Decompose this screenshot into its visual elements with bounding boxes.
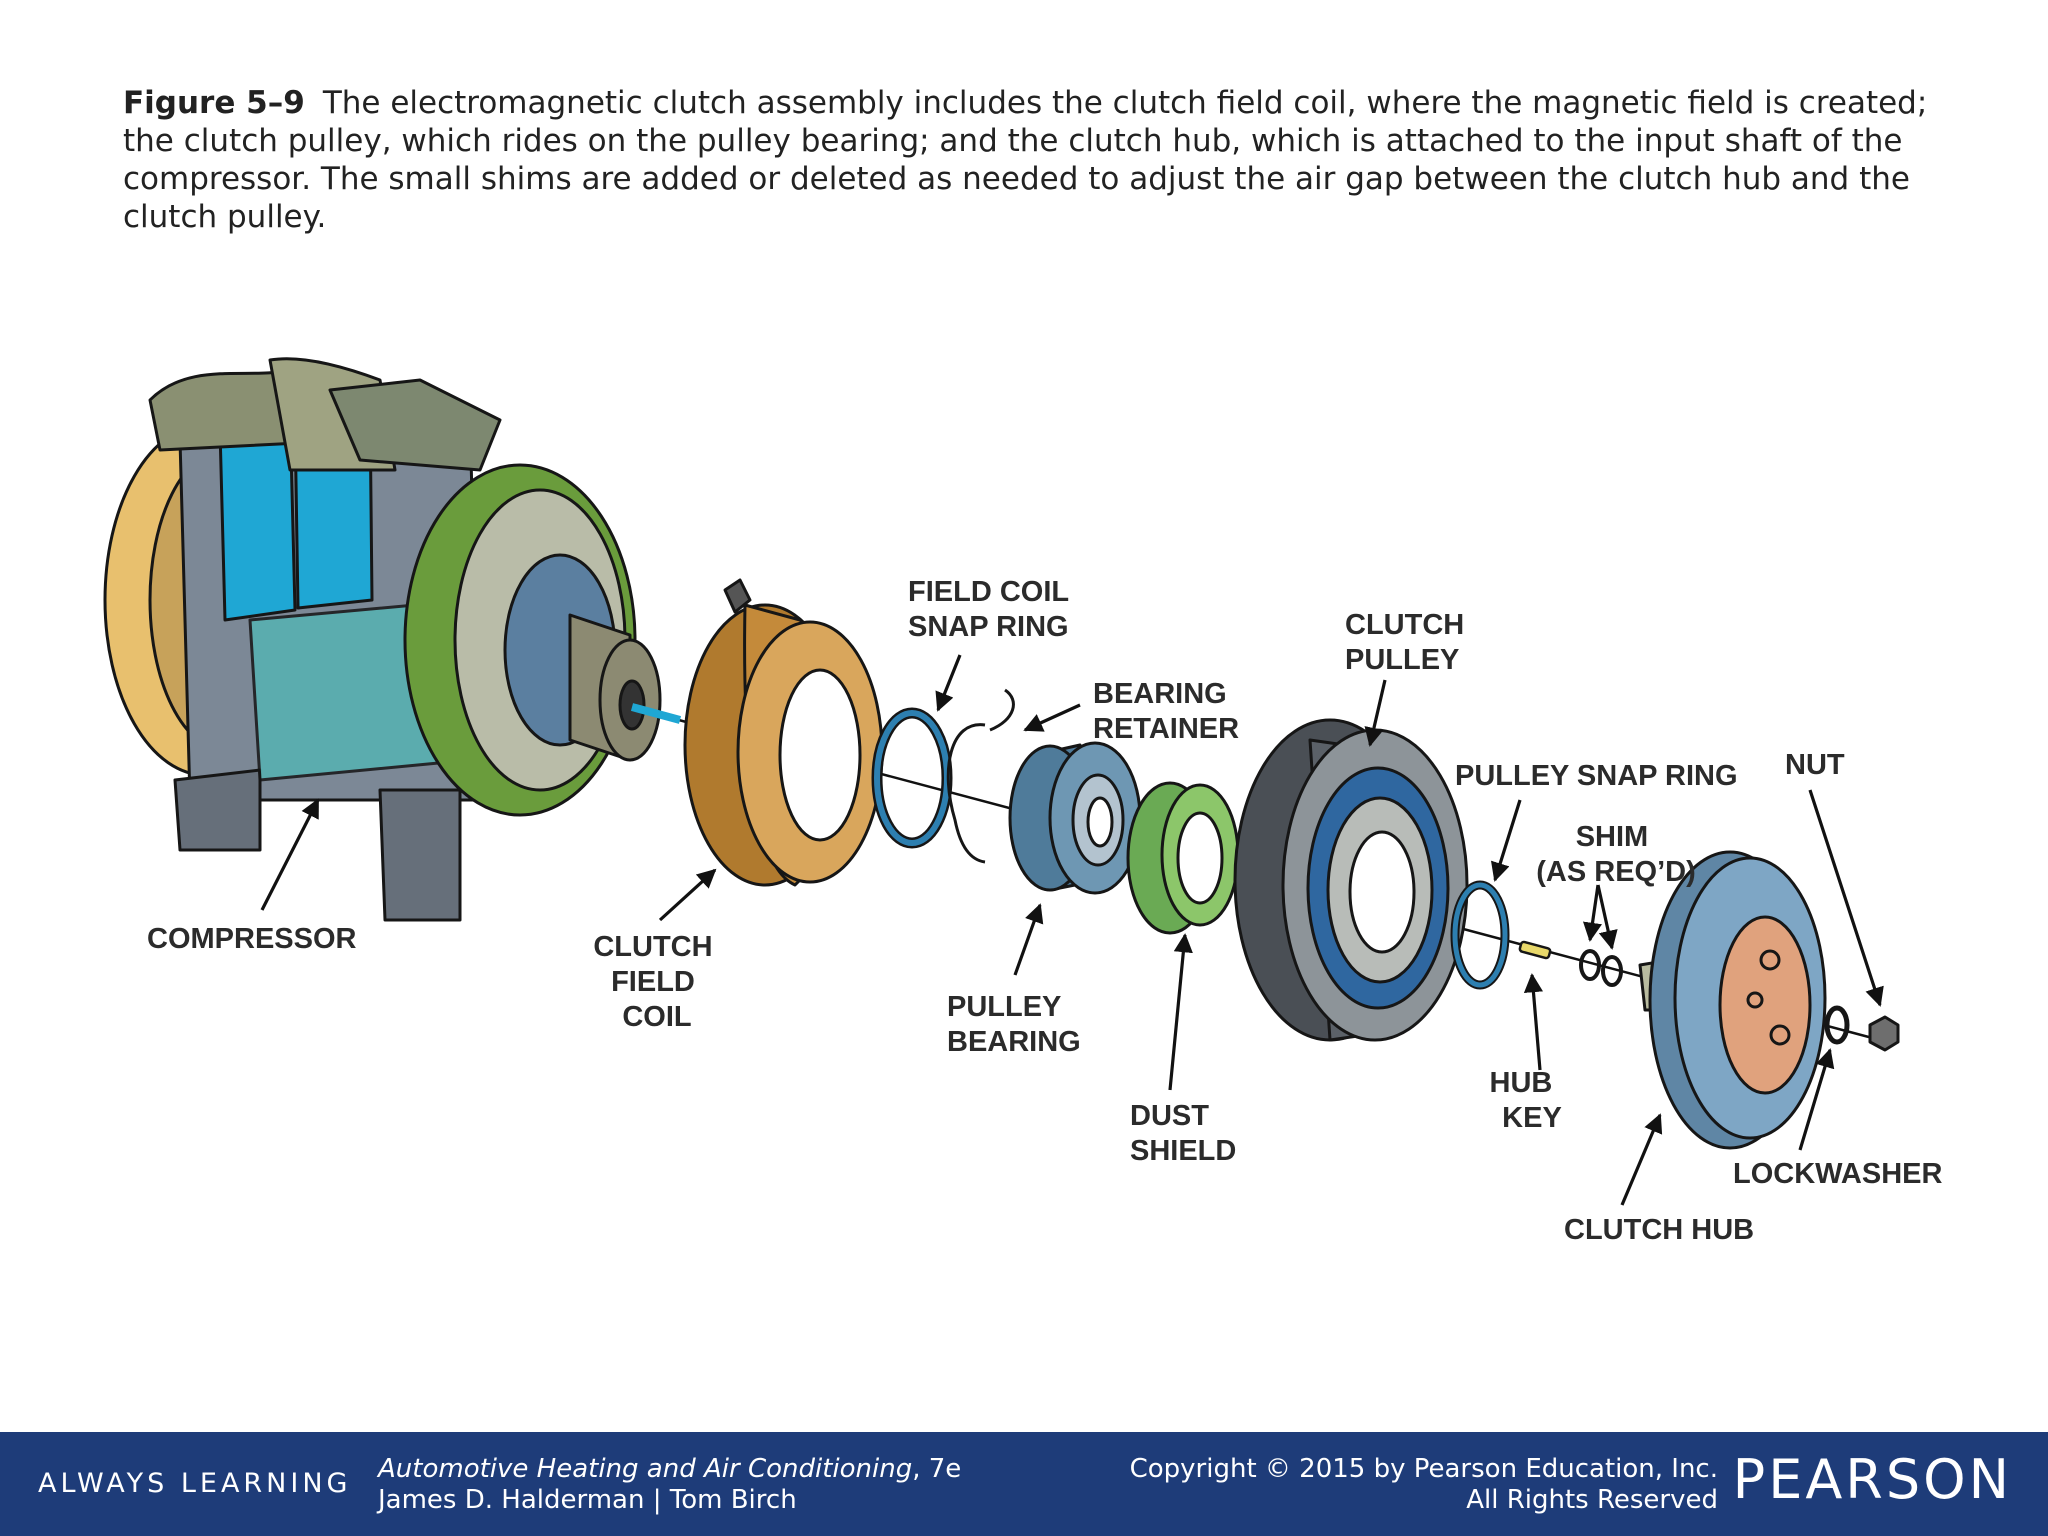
label-pulley-snap-ring: PULLEY SNAP RING xyxy=(1455,760,1738,792)
figure-label: Figure 5–9 xyxy=(123,85,305,121)
pulley-bearing-illustration xyxy=(1008,741,1142,895)
label-lockwasher: LOCKWASHER xyxy=(1733,1158,1943,1190)
compressor-illustration xyxy=(103,357,682,922)
label-clutch-field-coil: CLUTCH FIELD COIL xyxy=(593,931,720,1033)
label-bearing-retainer: BEARING RETAINER xyxy=(1093,678,1239,745)
always-learning-tagline: ALWAYS LEARNING xyxy=(38,1468,352,1499)
label-field-coil-snap-ring: FIELD COIL SNAP RING xyxy=(908,576,1077,643)
label-dust-shield: DUST SHIELD xyxy=(1130,1100,1236,1167)
label-nut: NUT xyxy=(1785,749,1845,781)
clutch-pulley-illustration xyxy=(1233,718,1469,1042)
dust-shield-illustration xyxy=(1126,781,1240,935)
label-pulley-bearing: PULLEY BEARING xyxy=(947,991,1081,1058)
clutch-hub-illustration xyxy=(1638,850,1827,1150)
book-authors: James D. Halderman | Tom Birch xyxy=(378,1485,797,1515)
rights-notice: All Rights Reserved xyxy=(1466,1485,1718,1515)
clutch-field-coil-illustration xyxy=(683,578,884,887)
label-compressor: COMPRESSOR xyxy=(147,923,357,955)
caption-text: The electromagnetic clutch assembly incl… xyxy=(123,85,1928,235)
label-hub-key: HUB KEY xyxy=(1490,1067,1562,1134)
book-title-text: Automotive Heating and Air Conditioning xyxy=(378,1454,913,1484)
hub-key-illustration xyxy=(1518,940,1552,960)
label-clutch-pulley: CLUTCH PULLEY xyxy=(1345,609,1472,676)
callout-arrows xyxy=(260,654,1884,1206)
shim-illustration xyxy=(1579,949,1601,981)
label-clutch-hub: CLUTCH HUB xyxy=(1564,1214,1754,1246)
book-title: Automotive Heating and Air Conditioning,… xyxy=(378,1454,961,1484)
label-shim: SHIM (AS REQ’D) xyxy=(1536,821,1696,888)
publisher-logo: PEARSON xyxy=(1732,1448,2012,1511)
copyright-notice: Copyright © 2015 by Pearson Education, I… xyxy=(1129,1454,1718,1484)
nut-illustration xyxy=(1868,1015,1900,1052)
bearing-retainer-illustration xyxy=(946,688,1015,864)
clutch-assembly-diagram: FIELD COIL SNAP RING BEARING RETAINER CL… xyxy=(103,357,1943,1246)
book-edition: , 7e xyxy=(912,1454,962,1484)
footer-bar: ALWAYS LEARNING Automotive Heating and A… xyxy=(0,1432,2048,1536)
lockwasher-illustration xyxy=(1824,1005,1850,1045)
